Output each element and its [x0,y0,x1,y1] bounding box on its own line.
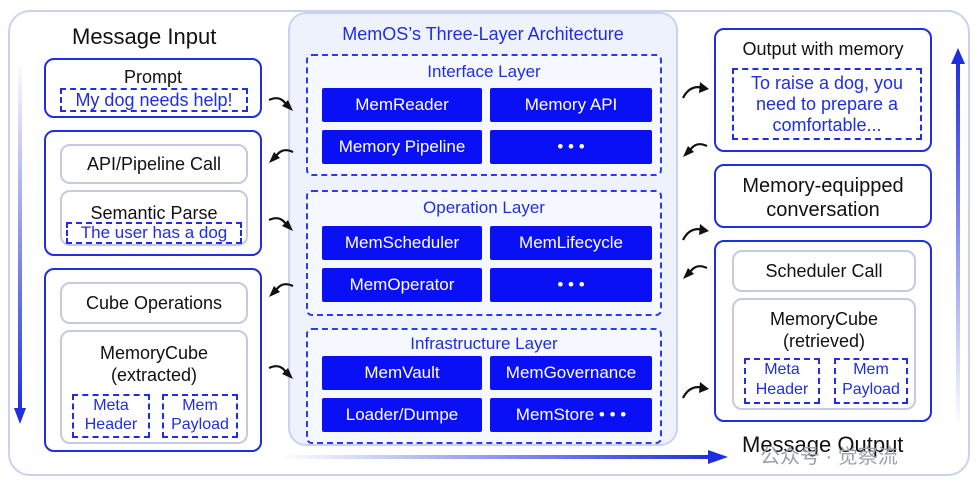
memorycube-extracted-line2: (extracted) [110,365,198,385]
semantic-parse-box: Semantic Parse The user has a dog [60,190,248,246]
flow-arrow-right-icon [280,450,728,464]
memorycube-retrieved-line1: MemoryCube [769,309,879,329]
retrieved-mem-payload-box: Mem Payload [834,358,908,404]
curved-arrow-left-icon [269,283,294,297]
curved-arrow-right-icon [268,217,293,231]
meta-header-box: Meta Header [72,394,150,438]
operation-more-block: • • • [490,268,652,302]
curved-arrow-right-up-icon [682,224,709,241]
retrieved-mem-payload-line1: Mem [853,361,889,378]
retrieval-panel: Scheduler Call MemoryCube (retrieved) Me… [714,240,932,422]
retrieved-mem-payload-line2: Payload [842,381,900,398]
semantic-parse-label: Semantic Parse [90,203,218,223]
curved-arrow-left-icon [683,143,708,157]
retrieved-meta-header-box: Meta Header [744,358,820,404]
cube-operations-box: Cube Operations [60,282,248,324]
curved-arrow-right-icon [268,365,293,379]
memory-pipeline-block: Memory Pipeline [322,130,482,164]
operation-layer: Operation Layer MemScheduler MemLifecycl… [306,190,662,316]
prompt-text: My dog needs help! [60,88,248,112]
interface-layer-title: Interface Layer [427,62,541,81]
prompt-label: Prompt [123,67,183,87]
infrastructure-layer: Infrastructure Layer MemVault MemGoverna… [306,328,662,444]
parse-panel: API/Pipeline Call Semantic Parse The use… [44,130,262,256]
mem-payload-line1: Mem [182,397,218,414]
memory-api-block: Memory API [490,88,652,122]
conversation-panel: Memory-equipped conversation [714,164,932,228]
api-call-label: API/Pipeline Call [86,154,222,174]
memvault-block: MemVault [322,356,482,390]
output-text-box: To raise a dog, you need to prepare a co… [732,68,922,140]
mem-payload-line2: Payload [171,416,229,433]
meta-header-line1: Meta [93,397,129,414]
architecture-panel: MemOS’s Three-Layer Architecture Interfa… [288,12,678,446]
output-text-line2: need to prepare a [755,94,899,114]
output-panel: Output with memory To raise a dog, you n… [714,28,932,152]
curved-arrow-right-up-icon [682,82,709,99]
api-call-box: API/Pipeline Call [60,144,248,184]
memorycube-retrieved-line2: (retrieved) [782,331,866,351]
output-with-memory-label: Output with memory [742,39,904,59]
flow-arrow-down-icon [14,60,26,424]
retrieved-meta-header-line1: Meta [764,361,800,378]
memreader-block: MemReader [322,88,482,122]
memgovernance-block: MemGovernance [490,356,652,390]
memlifecycle-block: MemLifecycle [490,226,652,260]
operation-layer-title: Operation Layer [423,198,545,217]
interface-layer: Interface Layer MemReader Memory API Mem… [306,54,662,176]
architecture-title: MemOS’s Three-Layer Architecture [342,24,624,44]
memorycube-extracted-box: MemoryCube (extracted) Meta Header Mem P… [60,330,248,444]
memorycube-retrieved-box: MemoryCube (retrieved) Meta Header Mem P… [732,298,916,410]
infrastructure-layer-title: Infrastructure Layer [410,334,558,353]
output-text-line1: To raise a dog, you [750,73,904,93]
cube-operations-label: Cube Operations [85,293,223,313]
message-input-title: Message Input [72,24,217,49]
prompt-panel: Prompt My dog needs help! [44,58,262,118]
cube-ops-panel: Cube Operations MemoryCube (extracted) M… [44,268,262,452]
scheduler-call-box: Scheduler Call [732,250,916,292]
retrieved-meta-header-line2: Header [755,381,809,398]
memoperator-block: MemOperator [322,268,482,302]
curved-arrow-left-icon [683,265,708,279]
memstore-block: MemStore • • • [490,398,652,432]
meta-header-line2: Header [84,416,138,433]
semantic-parse-text: The user has a dog [66,222,242,244]
mem-payload-box: Mem Payload [162,394,238,438]
message-output-title: Message Output [742,432,904,457]
scheduler-call-label: Scheduler Call [765,261,883,281]
output-text-line3: comfortable... [772,115,882,135]
flow-arrow-up-icon [951,48,965,428]
watermark: 公众号 · 觉察流 [760,446,898,468]
interface-more-block: • • • [490,130,652,164]
loader-dumper-block: Loader/Dumpe [322,398,482,432]
conversation-line2: conversation [766,199,880,221]
curved-arrow-left-icon [269,149,294,163]
curved-arrow-right-up-icon [682,382,709,399]
conversation-line1: Memory-equipped [742,175,904,197]
memorycube-extracted-line1: MemoryCube [99,343,209,363]
curved-arrow-right-icon [268,97,293,111]
memscheduler-block: MemScheduler [322,226,482,260]
